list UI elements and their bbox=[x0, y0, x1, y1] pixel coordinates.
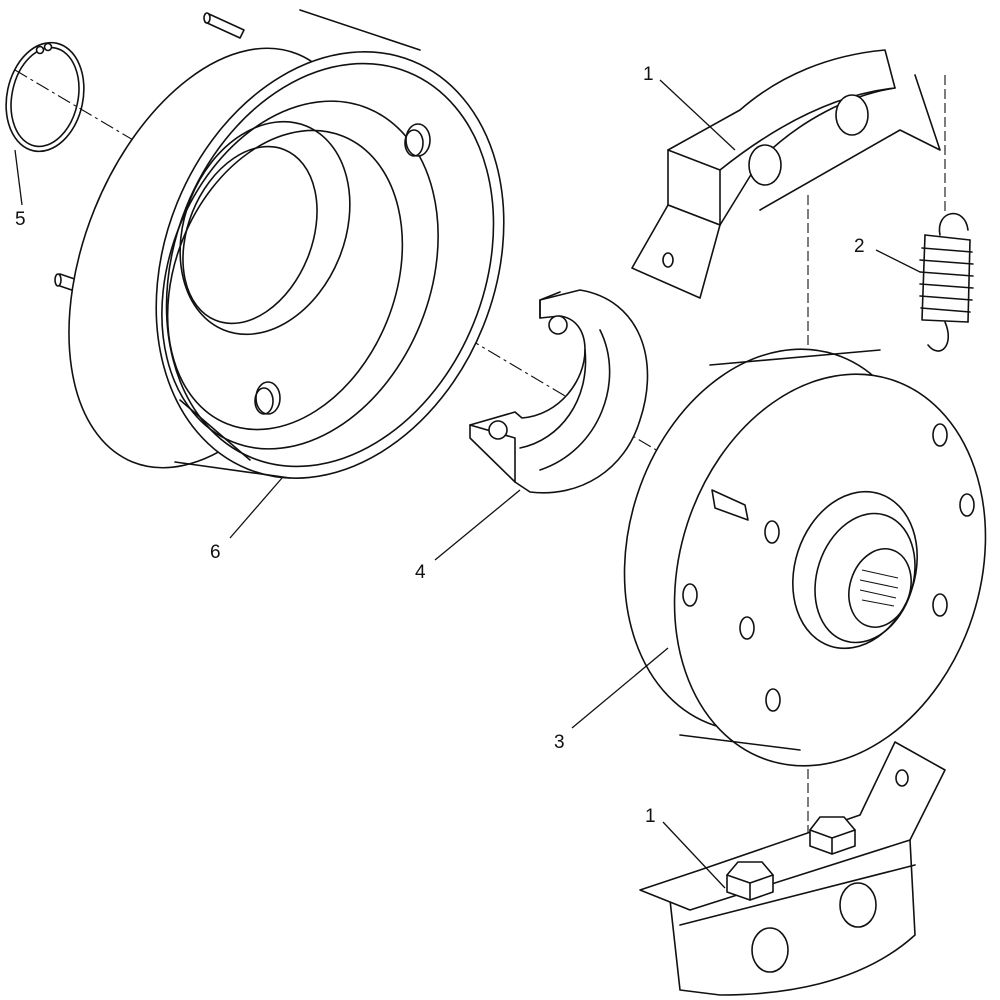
callout-bracket-top: 1 bbox=[643, 64, 654, 85]
callout-spring: 2 bbox=[854, 236, 865, 257]
callout-numbers: 1 2 3 4 5 6 1 bbox=[15, 64, 865, 827]
callout-drum: 6 bbox=[210, 542, 221, 563]
bracket-bottom-part bbox=[639, 741, 946, 996]
bearing-shell-part bbox=[469, 289, 649, 494]
callout-hub: 3 bbox=[554, 732, 565, 753]
spring-part bbox=[919, 212, 974, 352]
callout-snap-ring: 5 bbox=[15, 209, 26, 230]
brake-drum-part bbox=[54, 9, 505, 479]
bracket-top-part bbox=[631, 49, 941, 299]
snap-ring-part bbox=[5, 41, 85, 153]
callout-bracket-bottom: 1 bbox=[645, 806, 656, 827]
callout-leaders bbox=[14, 79, 921, 889]
hub-flange-part bbox=[623, 348, 987, 767]
callout-bearing: 4 bbox=[415, 562, 426, 583]
